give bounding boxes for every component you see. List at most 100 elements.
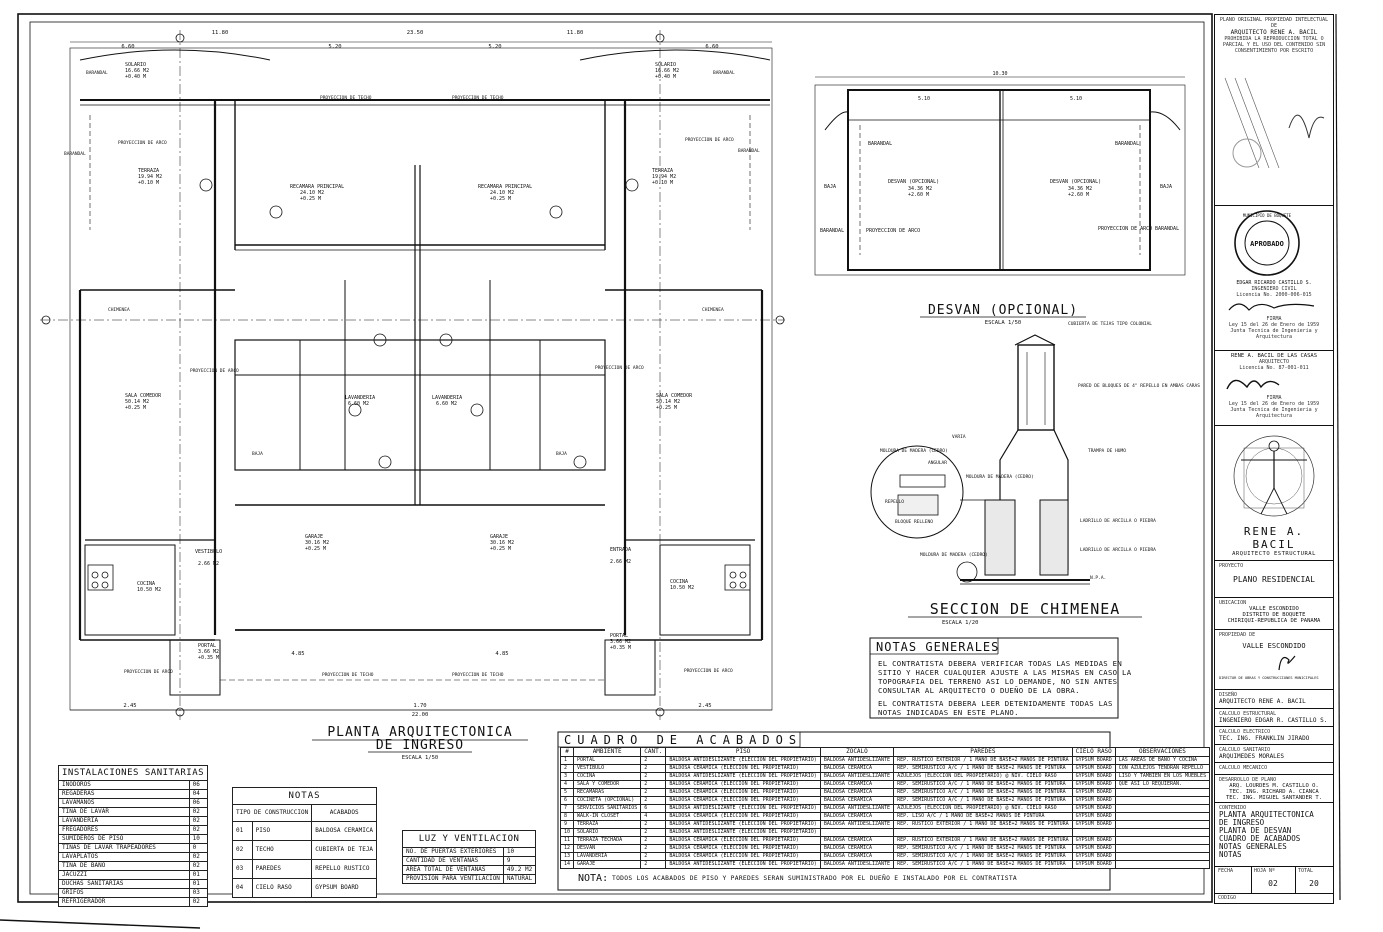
dim-top-mid: 5.20 [328, 44, 341, 50]
svg-text:50.14 M2: 50.14 M2 [656, 399, 680, 405]
table-cell: BALDOSA CERAMICA [819, 812, 895, 821]
table-cell: TERRAZA TECHADA [573, 836, 642, 845]
svg-text:MOLDURA DE MADERA (CEDRO): MOLDURA DE MADERA (CEDRO) [880, 448, 948, 454]
svg-text:VESTIBULO: VESTIBULO [195, 549, 222, 555]
svg-text:ESCALA 1/20: ESCALA 1/20 [942, 620, 978, 626]
table-cell: BALDOSA CERAMICA (ELECCION DEL PROPIETAR… [665, 852, 821, 861]
table-cell: BALDOSA ANTIDESLIZANTE (ELECCION DEL PRO… [665, 820, 821, 829]
table-cell: 7 [559, 804, 575, 813]
table-cell: REP. RUSTICO EXTERIOR / 1 MANO DE BASE+2… [893, 836, 1073, 845]
svg-text:BAJA: BAJA [1160, 184, 1172, 190]
svg-text:PORTAL: PORTAL [198, 643, 216, 649]
table-cell: BALDOSA CERAMICA [819, 852, 895, 861]
svg-text:DESVAN (OPCIONAL): DESVAN (OPCIONAL) [888, 179, 939, 185]
svg-text:PROYECCION DE TECHO: PROYECCION DE TECHO [322, 672, 374, 678]
table-cell [1114, 788, 1211, 797]
dim-mid-left: 4.85 [291, 651, 304, 657]
svg-text:+0.10 M: +0.10 M [652, 180, 673, 186]
table-cell: GARAJE [573, 860, 642, 869]
svg-text:PROYECCION DE TECHO: PROYECCION DE TECHO [452, 95, 504, 101]
svg-text:5.10: 5.10 [918, 96, 930, 102]
dim-overall: 23.50 [407, 30, 424, 36]
table-cell: REP. RUSTICO EXTERIOR / 1 MANO DE BASE+2… [893, 820, 1073, 829]
table-cell: BALDOSA ANTIDESLIZANTE (ELECCION DEL PRO… [665, 804, 821, 813]
notas-generales-text: EL CONTRATISTA DEBERA VERIFICAR TODAS LA… [878, 659, 1132, 717]
svg-text:PARED DE BLOQUES DE 4" REPELLO: PARED DE BLOQUES DE 4" REPELLO EN AMBAS … [1078, 383, 1200, 389]
svg-text:SOLARIO: SOLARIO [125, 62, 146, 68]
svg-text:10.30: 10.30 [992, 71, 1007, 77]
table-cell: 2 [640, 796, 667, 805]
svg-text:ANGULAR: ANGULAR [928, 460, 947, 466]
table-cell: REP. LISO A/C / 1 MANO DE BASE+2 MANOS D… [893, 812, 1073, 821]
table-cell: GYPSUM BOARD [1071, 860, 1116, 869]
svg-text:ESCALA 1/50: ESCALA 1/50 [985, 320, 1021, 326]
svg-text:BLOQUE RELLENO: BLOQUE RELLENO [895, 519, 933, 525]
table-cell: BALDOSA CERAMICA (ELECCION DEL PROPIETAR… [665, 836, 821, 845]
svg-text:10.50 M2: 10.50 M2 [670, 585, 694, 591]
table-cell: BALDOSA CERAMICA (ELECCION DEL PROPIETAR… [665, 780, 821, 789]
table-cell: BALDOSA CERAMICA [819, 780, 895, 789]
vitruvian-logo [1233, 435, 1315, 517]
svg-text:MOLDURA DE MADERA (CEDRO): MOLDURA DE MADERA (CEDRO) [966, 474, 1034, 480]
table-cell: 9 [559, 820, 575, 829]
title-block: PLANO ORIGINAL PROPIEDAD INTELECTUAL DE … [1214, 14, 1334, 904]
tb-approvals: PLANO ORIGINAL PROPIEDAD INTELECTUAL DE … [1215, 15, 1333, 205]
svg-text:BAJA: BAJA [556, 451, 567, 457]
table-cell: 1 [559, 756, 575, 765]
table-cell: 5 [559, 788, 575, 797]
notas-generales-title: NOTAS GENERALES [876, 640, 1000, 654]
table-cell: 6 [559, 796, 575, 805]
table-cell: 13 [559, 852, 575, 861]
svg-text:PROYECCION DE ARCO: PROYECCION DE ARCO [190, 368, 239, 374]
notas-generales-box [869, 637, 1119, 719]
table-cell: BALDOSA CERAMICA (ELECCION DEL PROPIETAR… [665, 812, 821, 821]
svg-text:+0.35 M: +0.35 M [610, 645, 631, 651]
svg-text:2.66 M2: 2.66 M2 [198, 561, 219, 567]
cuadro-title: CUADRO DE ACABADOS [564, 733, 803, 747]
table-cell: TERRAZA [573, 820, 642, 829]
svg-text:BARANDAL: BARANDAL [713, 70, 735, 76]
tb-diseno: DISEÑO ARQUITECTO RENE A. BACIL [1215, 689, 1333, 708]
luz-title: LUZ Y VENTILACION [401, 830, 537, 848]
svg-text:+0.25 M: +0.25 M [656, 405, 677, 411]
table-cell: RECAMARAS [573, 788, 642, 797]
svg-text:2.66 M2: 2.66 M2 [610, 559, 631, 565]
table-cell: VESTIBULO [573, 764, 642, 773]
svg-text:PROYECCION DE TECHO: PROYECCION DE TECHO [320, 95, 372, 101]
svg-text:30.16 M2: 30.16 M2 [490, 540, 514, 546]
svg-text:LAVANDERIA: LAVANDERIA [345, 395, 375, 401]
table-cell: BALDOSA CERAMICA (ELECCION DEL PROPIETAR… [665, 796, 821, 805]
svg-text:BARANDAL: BARANDAL [820, 228, 844, 234]
table-cell: SOLARIO [573, 828, 642, 837]
chimenea-labels: CUBIERTA DE TEJAS TIPO COLONIAL PARED DE… [880, 321, 1200, 581]
svg-text:PROYECCION DE ARCO: PROYECCION DE ARCO [118, 140, 167, 146]
svg-text:MOLDURA DE MADERA (CEDRO): MOLDURA DE MADERA (CEDRO) [920, 552, 988, 558]
table-cell: BALDOSA ANTIDESLIZANTE [819, 772, 895, 781]
svg-text:GARAJE: GARAJE [305, 534, 323, 540]
tb-sheet-info: FECHA HOJA Nº 02 TOTAL 20 CODIGO [1215, 866, 1333, 903]
table-cell: 2 [559, 764, 575, 773]
svg-text:DESVAN (OPCIONAL): DESVAN (OPCIONAL) [1050, 179, 1101, 185]
table-cell: BALDOSA ANTIDESLIZANTE (ELECCION DEL PRO… [665, 828, 821, 837]
dim-bottom-center: 1.70 [413, 703, 426, 709]
instalaciones-title: INSTALACIONES SANITARIAS [57, 765, 209, 781]
svg-text:PROYECCION DE ARCO: PROYECCION DE ARCO [1098, 226, 1152, 232]
svg-text:PROYECCION DE ARCO: PROYECCION DE ARCO [684, 668, 733, 674]
svg-text:+0.10 M: +0.10 M [138, 180, 159, 186]
table-cell: 2 [640, 820, 667, 829]
table-cell: 2 [640, 844, 667, 853]
svg-text:ESCALA 1/50: ESCALA 1/50 [402, 755, 438, 761]
tb-arq-signature: RENE A. BACIL DE LAS CASAS ARQUITECTO Li… [1215, 350, 1333, 425]
cuadro-nota-text: TODOS LOS ACABADOS DE PISO Y PAREDES SER… [612, 875, 1018, 882]
dim-mid-right: 4.85 [495, 651, 508, 657]
desvan-labels: 10.30 5.10 5.10 DESVAN (OPCIONAL) 34.36 … [820, 71, 1179, 234]
